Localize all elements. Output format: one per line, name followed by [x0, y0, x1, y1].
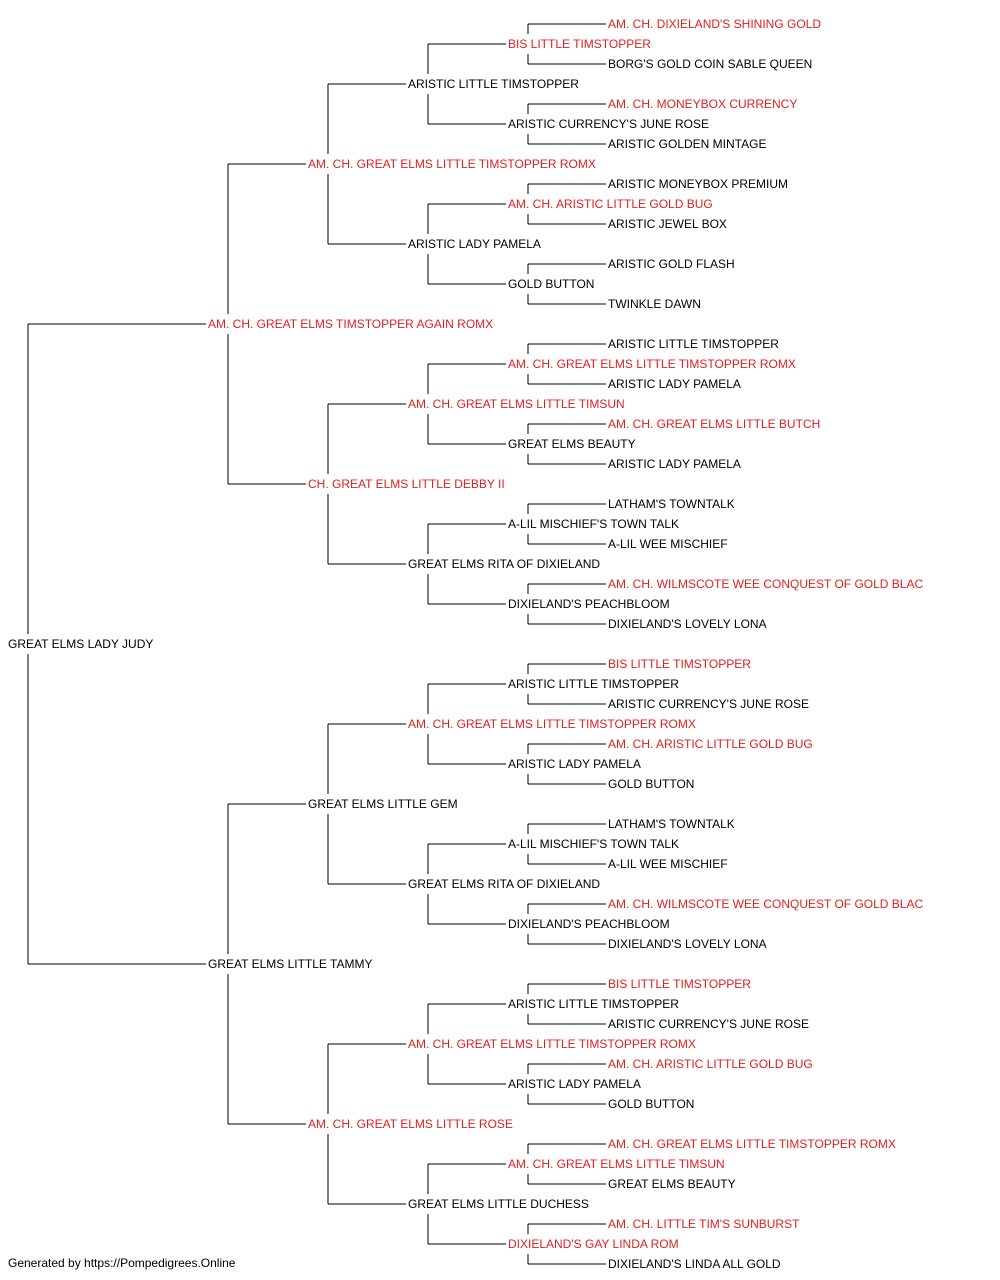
ancestor-name[interactable]: A-LIL MISCHIEF'S TOWN TALK	[508, 517, 679, 531]
ancestor-name[interactable]: ARISTIC LITTLE TIMSTOPPER	[508, 997, 679, 1011]
ancestor-name[interactable]: BIS LITTLE TIMSTOPPER	[608, 977, 751, 991]
ancestor-name[interactable]: BIS LITTLE TIMSTOPPER	[508, 37, 651, 51]
ancestor-name[interactable]: AM. CH. GREAT ELMS LITTLE ROSE	[308, 1117, 513, 1131]
ancestor-name[interactable]: GREAT ELMS LITTLE TAMMY	[208, 957, 372, 971]
ancestor-name[interactable]: AM. CH. GREAT ELMS LITTLE TIMSTOPPER ROM…	[308, 157, 596, 171]
ancestor-name[interactable]: AM. CH. GREAT ELMS LITTLE BUTCH	[608, 417, 820, 431]
ancestor-name[interactable]: AM. CH. GREAT ELMS LITTLE TIMSTOPPER ROM…	[608, 1137, 896, 1151]
ancestor-name[interactable]: AM. CH. WILMSCOTE WEE CONQUEST OF GOLD B…	[608, 897, 923, 911]
ancestor-name[interactable]: ARISTIC LITTLE TIMSTOPPER	[608, 337, 779, 351]
ancestor-name[interactable]: DIXIELAND'S GAY LINDA ROM	[508, 1237, 679, 1251]
ancestor-name[interactable]: GOLD BUTTON	[608, 1097, 694, 1111]
ancestor-name[interactable]: GREAT ELMS BEAUTY	[508, 437, 636, 451]
ancestor-name[interactable]: AM. CH. GREAT ELMS LITTLE TIMSUN	[508, 1157, 725, 1171]
ancestor-name[interactable]: AM. CH. LITTLE TIM'S SUNBURST	[608, 1217, 800, 1231]
ancestor-name[interactable]: AM. CH. MONEYBOX CURRENCY	[608, 97, 797, 111]
ancestor-name[interactable]: ARISTIC MONEYBOX PREMIUM	[608, 177, 788, 191]
ancestor-name[interactable]: DIXIELAND'S LOVELY LONA	[608, 937, 767, 951]
ancestor-name[interactable]: ARISTIC CURRENCY'S JUNE ROSE	[608, 697, 809, 711]
ancestor-name[interactable]: ARISTIC LITTLE TIMSTOPPER	[508, 677, 679, 691]
ancestor-name[interactable]: AM. CH. GREAT ELMS TIMSTOPPER AGAIN ROMX	[208, 317, 493, 331]
ancestor-name[interactable]: ARISTIC JEWEL BOX	[608, 217, 727, 231]
ancestor-name[interactable]: AM. CH. GREAT ELMS LITTLE TIMSTOPPER ROM…	[408, 717, 696, 731]
ancestor-name[interactable]: CH. GREAT ELMS LITTLE DEBBY II	[308, 477, 505, 491]
ancestor-name[interactable]: LATHAM'S TOWNTALK	[608, 817, 735, 831]
ancestor-name[interactable]: AM. CH. ARISTIC LITTLE GOLD BUG	[608, 1057, 813, 1071]
ancestor-name[interactable]: TWINKLE DAWN	[608, 297, 701, 311]
ancestor-name[interactable]: ARISTIC GOLDEN MINTAGE	[608, 137, 766, 151]
ancestor-name[interactable]: BORG'S GOLD COIN SABLE QUEEN	[608, 57, 812, 71]
ancestor-name[interactable]: ARISTIC LADY PAMELA	[608, 377, 741, 391]
ancestor-name[interactable]: DIXIELAND'S PEACHBLOOM	[508, 597, 670, 611]
ancestor-name[interactable]: AM. CH. GREAT ELMS LITTLE TIMSTOPPER ROM…	[508, 357, 796, 371]
ancestor-name[interactable]: ARISTIC LADY PAMELA	[508, 1077, 641, 1091]
ancestor-name[interactable]: DIXIELAND'S PEACHBLOOM	[508, 917, 670, 931]
ancestor-name[interactable]: AM. CH. GREAT ELMS LITTLE TIMSTOPPER ROM…	[408, 1037, 696, 1051]
ancestor-name[interactable]: ARISTIC LADY PAMELA	[608, 457, 741, 471]
ancestor-name[interactable]: A-LIL MISCHIEF'S TOWN TALK	[508, 837, 679, 851]
ancestor-name[interactable]: A-LIL WEE MISCHIEF	[608, 537, 728, 551]
ancestor-name[interactable]: GREAT ELMS BEAUTY	[608, 1177, 736, 1191]
ancestor-name[interactable]: AM. CH. ARISTIC LITTLE GOLD BUG	[508, 197, 713, 211]
footer-credit: Generated by https://Pompedigrees.Online	[8, 1256, 236, 1270]
ancestor-name[interactable]: GOLD BUTTON	[508, 277, 594, 291]
ancestor-name[interactable]: GREAT ELMS RITA OF DIXIELAND	[408, 557, 600, 571]
ancestor-name[interactable]: DIXIELAND'S LINDA ALL GOLD	[608, 1257, 781, 1271]
ancestor-name[interactable]: A-LIL WEE MISCHIEF	[608, 857, 728, 871]
ancestor-name[interactable]: DIXIELAND'S LOVELY LONA	[608, 617, 767, 631]
ancestor-name[interactable]: ARISTIC LADY PAMELA	[408, 237, 541, 251]
ancestor-name[interactable]: BIS LITTLE TIMSTOPPER	[608, 657, 751, 671]
ancestor-name[interactable]: GREAT ELMS LITTLE DUCHESS	[408, 1197, 589, 1211]
ancestor-name[interactable]: AM. CH. GREAT ELMS LITTLE TIMSUN	[408, 397, 625, 411]
ancestor-name[interactable]: LATHAM'S TOWNTALK	[608, 497, 735, 511]
ancestor-name[interactable]: GREAT ELMS RITA OF DIXIELAND	[408, 877, 600, 891]
ancestor-name[interactable]: AM. CH. DIXIELAND'S SHINING GOLD	[608, 17, 821, 31]
ancestor-name[interactable]: AM. CH. WILMSCOTE WEE CONQUEST OF GOLD B…	[608, 577, 923, 591]
ancestor-name[interactable]: AM. CH. ARISTIC LITTLE GOLD BUG	[608, 737, 813, 751]
ancestor-name[interactable]: ARISTIC LADY PAMELA	[508, 757, 641, 771]
ancestor-name[interactable]: ARISTIC CURRENCY'S JUNE ROSE	[508, 117, 709, 131]
ancestor-name[interactable]: ARISTIC LITTLE TIMSTOPPER	[408, 77, 579, 91]
ancestor-name[interactable]: ARISTIC CURRENCY'S JUNE ROSE	[608, 1017, 809, 1031]
ancestor-name[interactable]: GOLD BUTTON	[608, 777, 694, 791]
ancestor-name[interactable]: GREAT ELMS LITTLE GEM	[308, 797, 458, 811]
subject-name[interactable]: GREAT ELMS LADY JUDY	[8, 637, 153, 651]
ancestor-name[interactable]: ARISTIC GOLD FLASH	[608, 257, 735, 271]
